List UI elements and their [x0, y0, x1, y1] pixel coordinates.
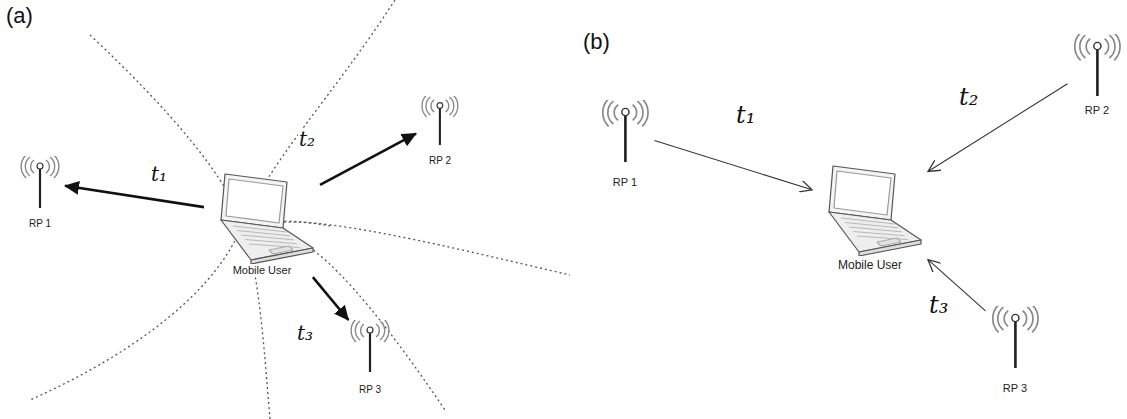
- time-label: t₁: [150, 163, 168, 185]
- rp-label: RP 2: [1083, 104, 1111, 117]
- laptop-icon: [815, 160, 925, 256]
- laptop-icon: [207, 168, 317, 264]
- rp-label: RP 1: [27, 218, 53, 230]
- signal-arrow: [65, 186, 204, 207]
- reference-point-node: RP 2: [1068, 34, 1127, 118]
- hyperbola-curve: [30, 0, 395, 400]
- antenna-icon: [1071, 34, 1124, 96]
- rp-label: RP 2: [427, 155, 453, 167]
- signal-arrow: [320, 134, 416, 185]
- mobile-user-node: Mobile User: [812, 160, 928, 272]
- antenna-icon: [18, 156, 62, 208]
- antenna-icon: [599, 100, 652, 162]
- reference-point-node: RP 1: [596, 100, 655, 190]
- panel-letter: (a): [6, 4, 33, 28]
- antenna-icon: [348, 320, 392, 372]
- rp-label: RP 3: [1001, 382, 1029, 395]
- antenna-icon: [989, 306, 1042, 368]
- time-label: t₁: [735, 102, 756, 128]
- reference-point-node: RP 1: [15, 156, 65, 230]
- mobile-user-node: Mobile User: [204, 168, 320, 277]
- hyperbola-curve: [245, 229, 445, 410]
- reference-point-node: RP 3: [986, 306, 1045, 396]
- time-label: t₂: [298, 128, 316, 150]
- antenna-icon: [419, 96, 461, 145]
- signal-arrow: [928, 84, 1068, 172]
- time-label: t₃: [296, 322, 314, 344]
- reference-point-node: RP 2: [416, 96, 464, 167]
- device-label: Mobile User: [231, 264, 294, 277]
- reference-point-node: RP 3: [345, 320, 395, 396]
- signal-arrow: [655, 140, 813, 189]
- time-label: t₂: [958, 84, 979, 110]
- device-label: Mobile User: [836, 258, 904, 272]
- panel-letter: (b): [583, 30, 610, 54]
- signal-arrow: [313, 277, 349, 320]
- time-label: t₃: [928, 292, 949, 318]
- rp-label: RP 1: [611, 176, 639, 189]
- rp-label: RP 3: [357, 384, 383, 396]
